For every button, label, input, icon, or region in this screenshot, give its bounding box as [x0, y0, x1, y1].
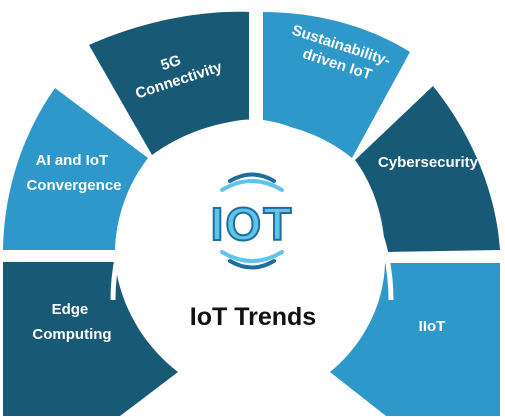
segment-sustainability: Sustainability- driven IoT — [263, 12, 410, 158]
segment-ai-iot-label: AI and IoT Convergence — [26, 152, 121, 194]
diagram-title: IoT Trends — [190, 303, 316, 331]
iot-logo-icon: IOT — [211, 198, 294, 250]
segment-ai-iot-shape — [3, 88, 148, 250]
segment-edge-line-1: Edge — [52, 301, 89, 318]
segment-cybersecurity-shape — [355, 86, 500, 252]
segment-iiot-shape — [330, 263, 500, 416]
segment-cybersecurity-label: Cybersecurity — [378, 154, 479, 171]
inner-ring — [110, 119, 394, 301]
segment-iiot-label: IIoT — [419, 318, 446, 335]
segment-ai-iot-line-1: AI and IoT — [36, 152, 109, 169]
wireless-signal-icon — [220, 172, 284, 270]
segment-cybersecurity: Cybersecurity — [355, 86, 500, 252]
segment-iiot: IIoT — [330, 263, 500, 416]
segment-ai-iot-line-2: Convergence — [26, 177, 121, 194]
segment-5g-connectivity: 5G Connectivity — [89, 11, 249, 156]
segment-5g-line-1: 5G — [159, 52, 183, 74]
segment-5g-shape — [89, 11, 249, 156]
segment-ai-iot: AI and IoT Convergence — [3, 88, 148, 250]
segment-edge-computing-shape — [3, 262, 178, 416]
iot-logo: IOT — [210, 172, 294, 270]
segment-edge-computing: Edge Computing — [3, 262, 178, 416]
segment-sustainability-shape — [263, 12, 410, 158]
segment-edge-line-2: Computing — [32, 326, 111, 343]
segment-edge-computing-label: Edge Computing — [32, 301, 111, 343]
